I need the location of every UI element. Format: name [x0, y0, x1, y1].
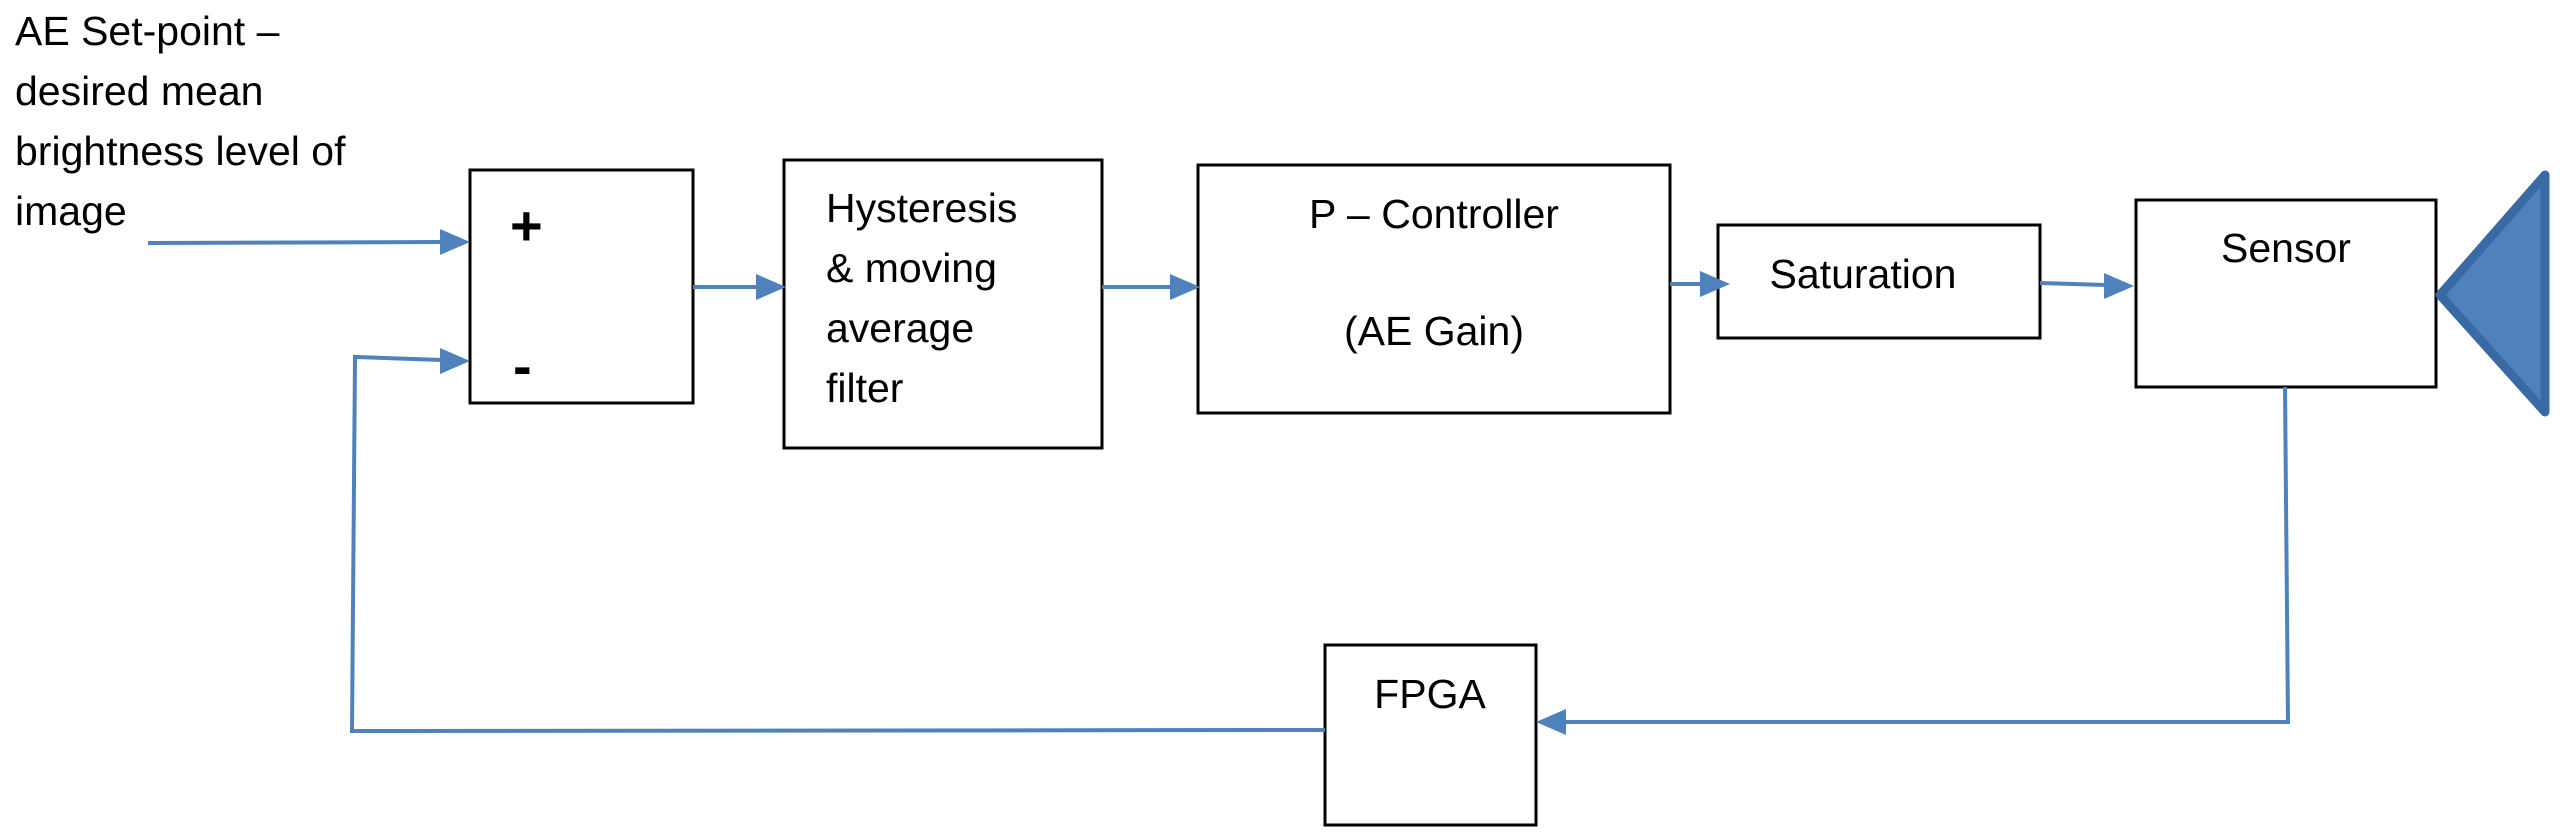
- sensor-box: [2134, 198, 2438, 389]
- setpoint-label-line-2: desired mean: [15, 68, 263, 114]
- summing-junction-box: [468, 168, 695, 405]
- saturation-to-sensor-head: [2104, 273, 2134, 299]
- filter-label-line-1: Hysteresis: [826, 185, 1017, 231]
- sensor-label: Sensor: [2221, 225, 2351, 271]
- setpoint-label: AE Set-point – desired mean brightness l…: [15, 8, 346, 234]
- controller-to-saturation-head: [1700, 271, 1730, 297]
- fpga-block: FPGA: [1323, 643, 1538, 827]
- sensor-to-fpga-head: [1536, 709, 1566, 735]
- sensor-to-fpga-line: [1562, 386, 2291, 724]
- triangle-icon: [2435, 170, 2550, 417]
- fpga-label: FPGA: [1374, 671, 1486, 717]
- minus-sign: -: [513, 334, 532, 397]
- filter-label-line-4: filter: [826, 365, 903, 411]
- filter-label-line-3: average: [826, 305, 974, 351]
- filter-to-controller-head: [1170, 274, 1200, 300]
- fpga-box: [1323, 643, 1538, 827]
- saturation-label: Saturation: [1770, 251, 1957, 297]
- setpoint-arrow-line: [147, 240, 443, 245]
- fpga-to-sum-line: [349, 354, 1326, 734]
- fpga-to-sum-head: [440, 348, 470, 374]
- controller-block: P – Controller (AE Gain): [1196, 163, 1672, 415]
- saturation-box: [1716, 223, 2042, 340]
- controller-label-line-2: (AE Gain): [1344, 308, 1524, 354]
- filter-box: [782, 158, 1104, 450]
- filter-label-line-2: & moving: [826, 245, 997, 291]
- controller-box: [1196, 163, 1672, 415]
- setpoint-label-line-1: AE Set-point –: [15, 8, 280, 54]
- filter-block: Hysteresis & moving average filter: [782, 158, 1104, 450]
- setpoint-arrow-head: [440, 229, 470, 255]
- sensor-block: Sensor: [2134, 198, 2438, 389]
- summing-junction: + -: [468, 168, 695, 405]
- saturation-block: Saturation: [1716, 223, 2042, 340]
- setpoint-label-line-4: image: [15, 188, 127, 234]
- plus-sign: +: [510, 194, 543, 257]
- sum-to-filter-head: [756, 274, 786, 300]
- setpoint-label-line-3: brightness level of: [15, 128, 346, 174]
- controller-label-line-1: P – Controller: [1309, 191, 1559, 237]
- saturation-to-sensor-line: [2039, 281, 2107, 287]
- connectors: [147, 229, 2291, 735]
